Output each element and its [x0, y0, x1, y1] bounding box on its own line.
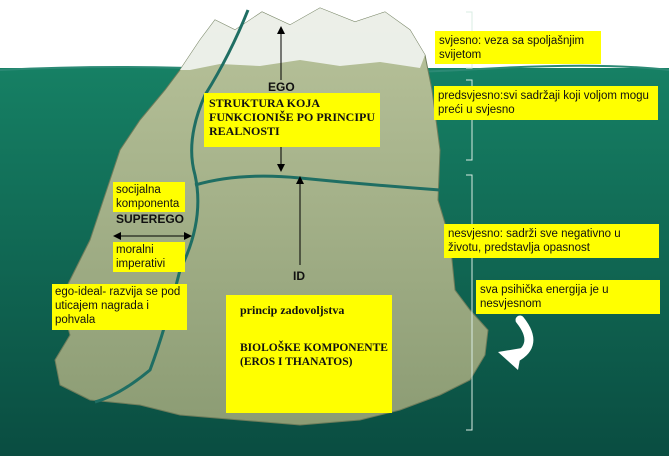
superego-label: SUPEREGO [116, 212, 185, 226]
ego-ideal-box: ego-ideal- razvija se pod uticajem nagra… [52, 284, 187, 330]
ego-arrow-down-head [277, 164, 285, 172]
socijalna-komponenta-box: socijalna komponenta [113, 182, 185, 212]
moralni-imperativi-box: moralni imperativi [113, 242, 185, 272]
superego-arrow-right-head [184, 232, 192, 240]
nesvjesno-box: nesvjesno: sadrži sve negativno u životu… [444, 224, 659, 258]
energy-arrow-head [498, 348, 522, 370]
ego-superego-boundary [94, 9, 250, 404]
ego-label: EGO [268, 80, 295, 94]
psihicka-energija-box: sva psihička energija je u nesvjesnom [476, 280, 660, 314]
id-arrow-up-head [296, 176, 304, 184]
iceberg-snow-cap [180, 8, 425, 70]
princip-zadovoljstva-text: princip zadovoljstva [240, 303, 345, 317]
id-box: princip zadovoljstva BIOLOŠKE KOMPONENTE… [226, 295, 392, 413]
superego-arrow-left-head [113, 232, 121, 240]
svjesno-box: svjesno: veza sa spoljašnjim svijetom [435, 31, 601, 64]
bioloske-komponente-text: BIOLOŠKE KOMPONENTE (EROS I THANATOS) [240, 342, 388, 368]
predsvjesno-box: predsvjesno:svi sadržaji koji voljom mog… [434, 86, 658, 120]
bracket-predsvjesno [466, 79, 473, 161]
bracket-nesvjesno [466, 174, 473, 431]
ego-arrow-up-head [277, 26, 285, 34]
id-label: ID [293, 269, 305, 283]
ego-struktura-box: STRUKTURA KOJA FUNKCIONIŠE PO PRINCIPU R… [204, 93, 380, 147]
